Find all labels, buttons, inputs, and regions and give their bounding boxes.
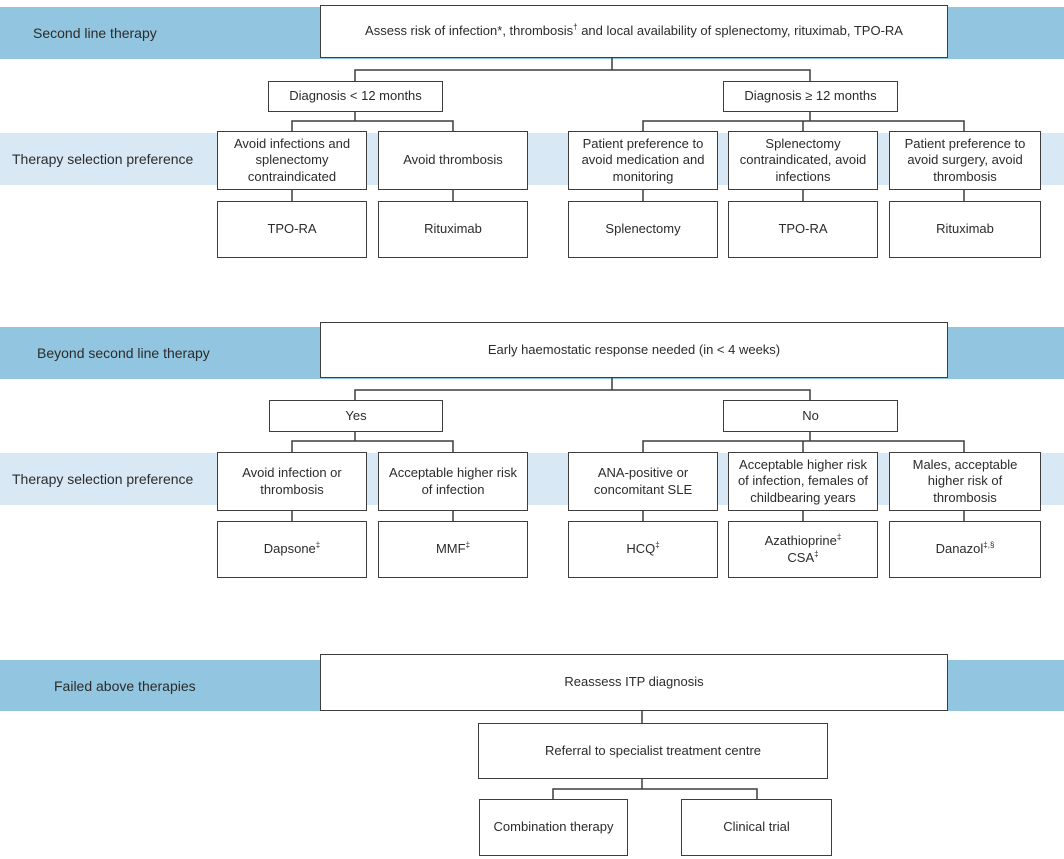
node-label: Avoid thrombosis [403, 152, 503, 168]
node-label: Assess risk of infection*, thrombosis† a… [365, 23, 903, 39]
node-pref-acceptable-higher-risk-infection: Acceptable higher risk of infection [378, 452, 528, 511]
node-label: Splenectomy contraindicated, avoid infec… [739, 136, 867, 184]
node-label: Patient preference to avoid surgery, avo… [904, 136, 1026, 184]
band-therapy-selection-preference-1: Therapy selection preference [0, 133, 1064, 185]
node-pref-splenectomy-contraindicated: Splenectomy contraindicated, avoid infec… [728, 131, 878, 190]
node-diagnosis-ge-12-months: Diagnosis ≥ 12 months [723, 81, 898, 112]
node-label: TPO-RA [778, 221, 828, 237]
node-pref-females-childbearing: Acceptable higher risk of infection, fem… [728, 452, 878, 511]
node-no: No [723, 400, 898, 432]
node-pref-avoid-infection-or-thrombosis: Avoid infection or thrombosis [217, 452, 367, 511]
node-label: TPO-RA [267, 221, 317, 237]
connector-pref1-to-drugs [291, 190, 965, 201]
node-drug-danazol: Danazol‡,§ [889, 521, 1041, 578]
node-pref-avoid-surgery-thrombosis: Patient preference to avoid surgery, avo… [889, 131, 1041, 190]
node-label: Patient preference to avoid medication a… [581, 136, 705, 184]
connector-no-split [642, 432, 965, 452]
node-drug-rituximab-1: Rituximab [378, 201, 528, 258]
node-label: Early haemostatic response needed (in < … [487, 341, 781, 357]
double-dagger-superscript: ‡ [655, 541, 660, 551]
band-label-second-line: Second line therapy [33, 25, 157, 41]
connector-reassess-referral-split [552, 711, 758, 799]
node-clinical-trial: Clinical trial [681, 799, 832, 856]
node-label: Splenectomy [605, 221, 681, 237]
node-label: ANA-positive or concomitant SLE [593, 465, 693, 497]
node-diagnosis-lt-12-months: Diagnosis < 12 months [268, 81, 443, 112]
double-dagger-superscript: ‡ [814, 549, 819, 559]
node-label: Rituximab [424, 221, 482, 237]
node-reassess-itp-diagnosis: Reassess ITP diagnosis [320, 654, 948, 711]
node-label: Males, acceptable higher risk of thrombo… [912, 457, 1018, 505]
node-pref-avoid-infections-splenectomy-contraindicated: Avoid infections and splenectomy contrai… [217, 131, 367, 190]
node-label: Acceptable higher risk of infection, fem… [737, 457, 869, 505]
node-label: Combination therapy [493, 819, 614, 835]
node-drug-azathioprine-csa: Azathioprine‡CSA‡ [728, 521, 878, 578]
connector-early-to-yesno [354, 378, 811, 400]
node-early-haemostatic-response: Early haemostatic response needed (in < … [320, 322, 948, 378]
double-dagger-superscript: ‡ [315, 541, 321, 551]
dagger-superscript: † [573, 23, 578, 33]
node-drug-tpo-ra-2: TPO-RA [728, 201, 878, 258]
node-label: No [802, 407, 819, 423]
node-drug-tpo-ra-1: TPO-RA [217, 201, 367, 258]
node-label: Rituximab [936, 221, 994, 237]
connector-yes-split [291, 432, 454, 452]
node-combination-therapy: Combination therapy [479, 799, 628, 856]
node-referral-specialist-centre: Referral to specialist treatment centre [478, 723, 828, 779]
band-label-therapy-pref-1: Therapy selection preference [12, 151, 194, 167]
node-label: Referral to specialist treatment centre [544, 742, 762, 758]
node-drug-hcq: HCQ‡ [568, 521, 718, 578]
double-dagger-superscript: ‡ [836, 533, 842, 543]
connector-diag-ge12-split [642, 111, 965, 131]
node-pref-males-thrombosis-risk: Males, acceptable higher risk of thrombo… [889, 452, 1041, 511]
band-label-beyond-second-line: Beyond second line therapy [37, 345, 210, 361]
node-label: Acceptable higher risk of infection [389, 465, 517, 497]
node-label: MMF‡ [435, 541, 471, 557]
node-assess-risk: Assess risk of infection*, thrombosis† a… [320, 5, 948, 58]
dagger-section-superscript: ‡,§ [983, 541, 995, 551]
connector-diag-lt12-split [291, 111, 454, 131]
node-label: Azathioprine‡CSA‡ [764, 533, 842, 565]
band-label-failed: Failed above therapies [54, 677, 196, 694]
connector-pref2-to-drugs [291, 511, 965, 521]
node-drug-splenectomy: Splenectomy [568, 201, 718, 258]
node-label: Clinical trial [723, 819, 790, 835]
node-pref-ana-positive-sle: ANA-positive or concomitant SLE [568, 452, 718, 511]
band-label-therapy-pref-2: Therapy selection preference [12, 471, 194, 487]
node-label: Dapsone‡ [263, 541, 321, 557]
node-label: Avoid infection or thrombosis [242, 465, 342, 497]
node-label: Avoid infections and splenectomy contrai… [233, 136, 351, 184]
double-dagger-superscript: ‡ [465, 541, 471, 551]
node-pref-avoid-thrombosis: Avoid thrombosis [378, 131, 528, 190]
connector-assess-to-diagnosis [354, 58, 811, 81]
band-therapy-selection-preference-2: Therapy selection preference [0, 453, 1064, 505]
node-label: Yes [345, 407, 367, 423]
node-drug-dapsone: Dapsone‡ [217, 521, 367, 578]
node-drug-mmf: MMF‡ [378, 521, 528, 578]
node-label: Reassess ITP diagnosis [564, 674, 704, 690]
node-pref-avoid-medication-monitoring: Patient preference to avoid medication a… [568, 131, 718, 190]
node-label: Diagnosis ≥ 12 months [744, 88, 877, 104]
node-label: HCQ‡ [626, 541, 660, 557]
node-yes: Yes [269, 400, 443, 432]
node-label: Danazol‡,§ [935, 541, 995, 557]
node-drug-rituximab-2: Rituximab [889, 201, 1041, 258]
node-label: Diagnosis < 12 months [289, 88, 422, 104]
